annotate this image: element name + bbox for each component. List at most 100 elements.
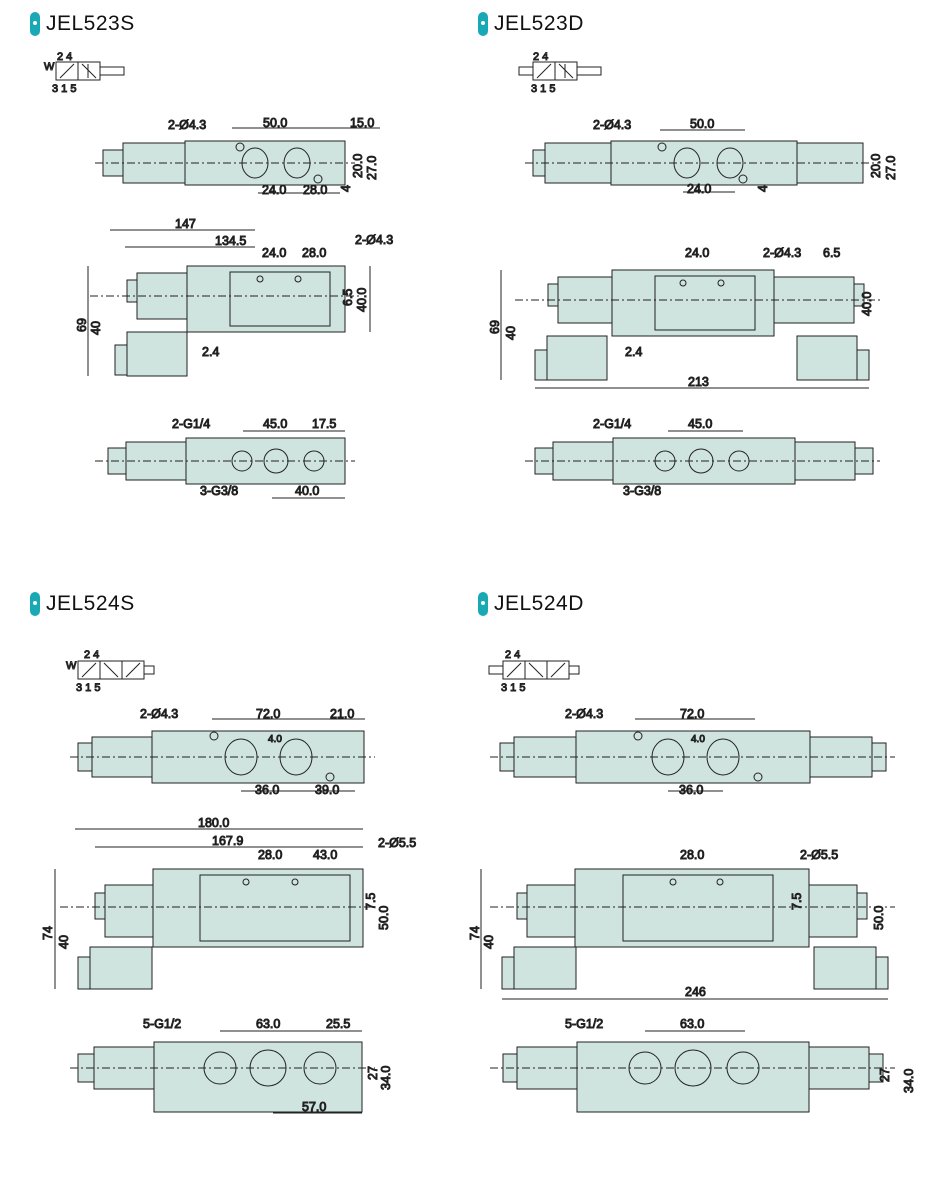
dim-h1: 69 (75, 318, 89, 332)
dim-w1: 50.0 (263, 116, 287, 130)
front-view: 24.0 2-Ø4.3 6.5 40.0 69 40 2.4 213 (488, 246, 880, 390)
top-view: 2-Ø4.3 50.0 24.0 20.0 27.0 4 (525, 117, 899, 197)
dim-h2: 40 (504, 326, 518, 340)
dim-hole: 2-Ø4.3 (763, 246, 801, 260)
top-view: 2-Ø4.3 72.0 4.0 36.0 (490, 707, 895, 798)
dim-p2: 28.0 (302, 246, 326, 260)
panel-title: JEL523D (478, 12, 584, 36)
dim-h1: 27 (878, 1068, 892, 1082)
dim-port2: 3-G3/8 (200, 484, 238, 498)
symbol-bottom-ports: 3 1 5 (76, 682, 100, 694)
solenoid-coil-right (808, 884, 858, 938)
dim-v1: 7.5 (790, 893, 804, 910)
dim-w3: 40.0 (295, 484, 319, 498)
dim-inner: 4.0 (268, 734, 282, 745)
symbol-bottom-ports: 3 1 5 (531, 83, 555, 95)
symbol-top-ports: 2 4 (84, 649, 99, 661)
dim-h2: 34.0 (379, 1066, 393, 1090)
symbol-top-ports: 2 4 (57, 51, 72, 63)
dim-p1: 24.0 (262, 246, 286, 260)
dim-w1: 72.0 (256, 707, 280, 721)
dim-len2: 134.5 (215, 234, 246, 248)
valve-body (576, 1041, 810, 1113)
dim-hole: 2-Ø5.5 (800, 848, 838, 862)
panel-jel523s: JEL523S 2 4 W 3 1 5 2-Ø4.3 50.0 15.0 24.… (0, 0, 475, 560)
dim-h2: 40 (482, 935, 496, 949)
dim-v1: 6.5 (823, 246, 840, 260)
dim-hole: 2-Ø4.3 (565, 707, 603, 721)
symbol-bottom-ports: 3 1 5 (501, 682, 525, 694)
dim-w3: 36.0 (679, 783, 703, 797)
dim-w2: 21.0 (330, 707, 354, 721)
dim-port1: 5-G1/2 (565, 1017, 603, 1031)
panel-title: JEL524D (478, 592, 584, 616)
dim-inner: 4.0 (691, 734, 705, 745)
dim-w3: 57.0 (302, 1100, 326, 1114)
dim-h1: 74 (41, 926, 55, 940)
drawing-jel523d: 2 4 3 1 5 2-Ø4.3 50.0 24.0 20.0 27.0 4 2… (488, 51, 899, 499)
dim-w1: 50.0 (690, 117, 714, 131)
dim-w2: 25.5 (326, 1017, 350, 1031)
valve-symbol: 2 4 W 3 1 5 (44, 51, 125, 96)
valve-body (574, 868, 810, 948)
dim-total: 246 (685, 985, 706, 999)
dim-h2: 40 (89, 321, 103, 335)
top-view: 2-Ø4.3 72.0 21.0 4.0 36.0 39.0 (70, 707, 375, 798)
dim-len2: 167.9 (212, 834, 243, 848)
dim-port1: 2-G1/4 (172, 417, 210, 431)
symbol-spring: W (66, 660, 77, 672)
model-name: JEL524D (494, 592, 584, 615)
dim-p1: 28.0 (680, 848, 704, 862)
symbol-top-ports: 2 4 (533, 51, 548, 63)
solenoid-coil (526, 884, 576, 938)
dim-w1: 63.0 (256, 1017, 280, 1031)
dim-port2: 3-G3/8 (623, 484, 661, 498)
symbol-spring: W (44, 61, 55, 73)
front-view: 147 134.5 24.0 28.0 2-Ø4.3 6.5 40.0 69 4… (75, 217, 394, 377)
dim-v2: 50.0 (872, 906, 886, 930)
lower-coil (89, 946, 153, 990)
title-marker-icon (478, 12, 488, 36)
drawing-jel524s: 2 4 W 3 1 5 2-Ø4.3 72.0 21.0 4.0 36.0 39… (41, 649, 417, 1115)
dim-h2: 40 (57, 935, 71, 949)
title-marker-icon (30, 592, 40, 616)
dim-w4: 28.0 (303, 183, 327, 197)
dim-w1: 63.0 (680, 1017, 704, 1031)
dim-w1: 45.0 (263, 417, 287, 431)
dim-p1: 28.0 (258, 848, 282, 862)
panel-jel523d: JEL523D 2 4 3 1 5 2-Ø4.3 50.0 24.0 20.0 … (475, 0, 950, 560)
dim-h1: 69 (488, 320, 502, 334)
dim-port1: 5-G1/2 (143, 1017, 181, 1031)
dim-w3: 36.0 (255, 783, 279, 797)
dim-b1: 2.4 (202, 345, 219, 359)
drawing-jel523s: 2 4 W 3 1 5 2-Ø4.3 50.0 15.0 24.0 28.0 2… (44, 51, 394, 499)
dim-hole: 2-Ø5.5 (378, 836, 416, 850)
dim-b1: 2.4 (625, 345, 642, 359)
dim-h3: 4 (339, 185, 353, 192)
solenoid-coil (104, 884, 154, 938)
top-view: 2-Ø4.3 50.0 15.0 24.0 28.0 20.0 27.0 4 (95, 116, 380, 198)
bottom-view: 5-G1/2 63.0 25.5 57.0 27 34.0 (70, 1017, 394, 1115)
dim-len1: 147 (175, 217, 196, 231)
dim-w1: 72.0 (680, 707, 704, 721)
dim-hole: 2-Ø4.3 (140, 707, 178, 721)
dim-hole: 2-Ø4.3 (168, 118, 206, 132)
dim-h1: 74 (468, 926, 482, 940)
bottom-view: 2-G1/4 45.0 3-G3/8 (525, 417, 880, 499)
dim-total: 213 (688, 375, 709, 389)
dim-h1: 20.0 (351, 154, 365, 178)
valve-body (611, 269, 775, 337)
dim-h1: 20.0 (869, 154, 883, 178)
panel-jel524s: JEL524S 2 4 W 3 1 5 2-Ø4.3 72.0 21.0 4.0… (0, 585, 475, 1185)
dim-v2: 40.0 (355, 288, 369, 312)
dim-hole: 2-Ø4.3 (593, 118, 631, 132)
lower-coil-right (813, 946, 877, 990)
front-view: 28.0 2-Ø5.5 7.5 50.0 74 40 246 (468, 848, 895, 1000)
dim-hole: 2-Ø4.3 (355, 233, 393, 247)
drawing-jel524d: 2 4 3 1 5 2-Ø4.3 72.0 4.0 36.0 28.0 2-Ø5 (468, 649, 917, 1113)
dim-p1: 24.0 (685, 246, 709, 260)
dim-w1: 45.0 (688, 417, 712, 431)
dim-h1: 27 (366, 1066, 380, 1080)
valve-symbol: 2 4 3 1 5 (488, 649, 580, 695)
valve-body (152, 868, 364, 948)
